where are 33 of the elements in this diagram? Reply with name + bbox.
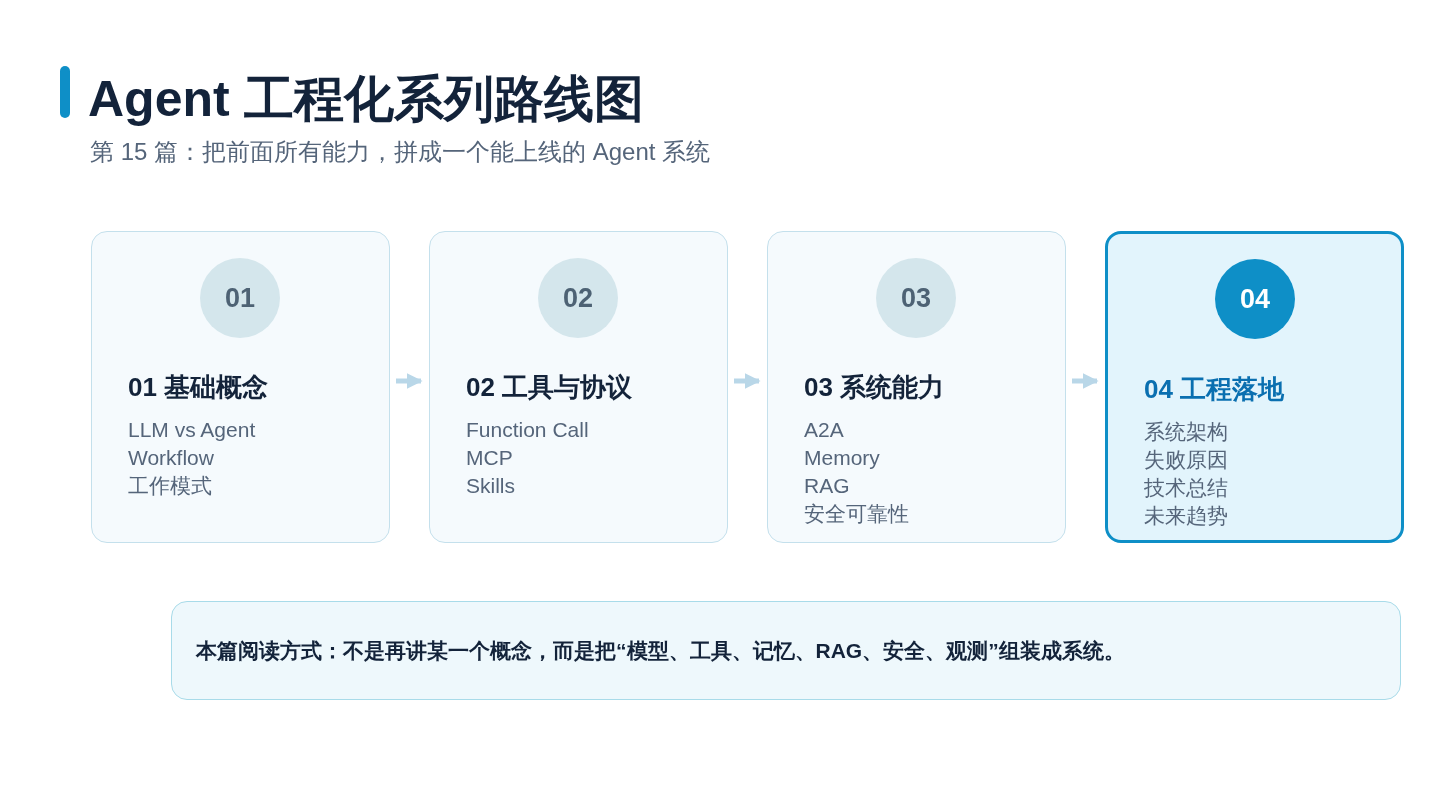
stage-title: 01 基础概念: [128, 371, 269, 404]
topic-item: 系统架构: [1144, 419, 1228, 445]
note-panel: [171, 601, 1401, 700]
stage-card: [429, 231, 728, 543]
flow-arrow: [1072, 373, 1099, 389]
topic-item: A2A: [804, 417, 844, 443]
topic-item: Function Call: [466, 417, 589, 443]
note-text: 本篇阅读方式：不是再讲某一个概念，而是把“模型、工具、记忆、RAG、安全、观测”组装成系统。: [196, 637, 1125, 664]
step-number-circle: 01: [200, 258, 280, 338]
topic-item: 技术总结: [1144, 475, 1228, 501]
step-number-circle: 04: [1215, 259, 1295, 339]
topic-item: 工作模式: [128, 473, 212, 499]
flow-arrow: [734, 373, 761, 389]
stage-title: 02 工具与协议: [466, 371, 633, 404]
step-number-circle: 03: [876, 258, 956, 338]
flow-arrow: [396, 373, 423, 389]
topic-item: RAG: [804, 473, 850, 499]
topic-item: 安全可靠性: [804, 501, 909, 527]
stage-card: [767, 231, 1066, 543]
topic-item: LLM vs Agent: [128, 417, 256, 443]
topic-item: 未来趋势: [1144, 503, 1228, 529]
topic-item: 失败原因: [1144, 447, 1228, 473]
subtitle: 第 15 篇：把前面所有能力，拼成一个能上线的 Agent 系统: [90, 137, 711, 167]
step-number-circle: 02: [538, 258, 618, 338]
topic-item: Workflow: [128, 445, 214, 471]
topic-item: MCP: [466, 445, 513, 471]
stage-card: [91, 231, 390, 543]
stage-title: 04 工程落地: [1144, 373, 1285, 406]
topic-item: Memory: [804, 445, 880, 471]
stage-title: 03 系统能力: [804, 371, 945, 404]
title: Agent 工程化系列路线图: [88, 70, 644, 129]
stage-card: [1105, 231, 1404, 543]
topic-item: Skills: [466, 473, 515, 499]
